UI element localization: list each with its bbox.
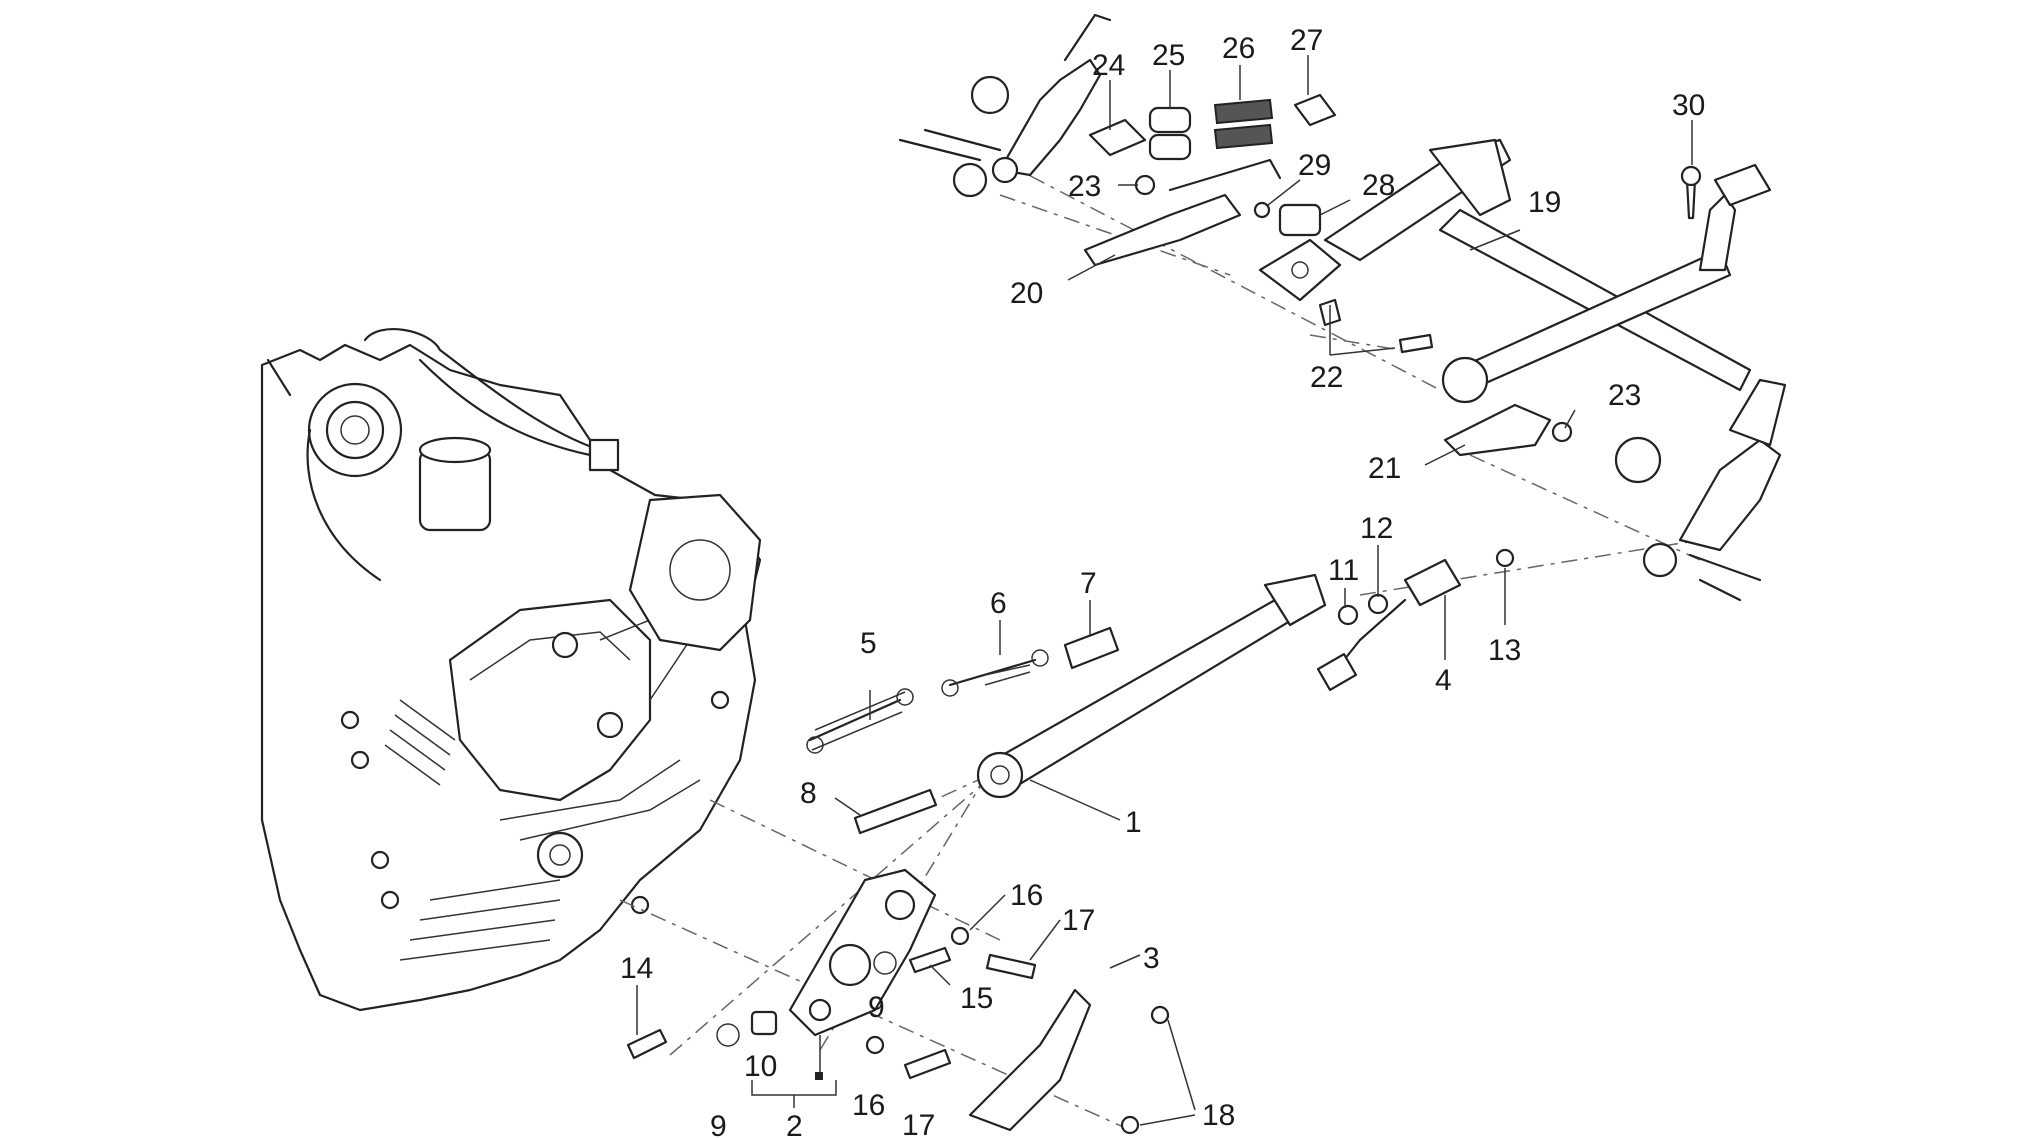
callout-14: 14: [620, 952, 653, 985]
callout-30: 30: [1672, 89, 1705, 122]
side-stand-assembly: [806, 548, 1515, 835]
assembly-axes: [619, 159, 1701, 1131]
callout-8: 8: [800, 777, 817, 810]
callout-10: 10: [744, 1050, 777, 1083]
callout-29: 29: [1298, 149, 1331, 182]
callout-3: 3: [1143, 942, 1160, 975]
callout-16-lower: 16: [852, 1089, 885, 1122]
callout-9-lower: 9: [710, 1110, 727, 1138]
callout-17-lower: 17: [902, 1109, 935, 1138]
footrest-assembly: [898, 13, 1787, 602]
callout-27: 27: [1290, 24, 1323, 57]
callout-25: 25: [1152, 39, 1185, 72]
callout-1: 1: [1125, 806, 1142, 839]
spring-5: [808, 698, 902, 742]
callout-13: 13: [1488, 634, 1521, 667]
callout-7: 7: [1080, 567, 1097, 600]
callout-26: 26: [1222, 32, 1255, 65]
callout-2: 2: [786, 1110, 803, 1138]
callout-9-upper: 9: [868, 991, 885, 1024]
callout-6: 6: [990, 587, 1007, 620]
callout-12: 12: [1360, 512, 1393, 545]
callout-20: 20: [1010, 277, 1043, 310]
callout-17-upper: 17: [1062, 904, 1095, 937]
callout-28: 28: [1362, 169, 1395, 202]
callout-19: 19: [1528, 186, 1561, 219]
callout-15: 15: [960, 982, 993, 1015]
callout-16-upper: 16: [1010, 879, 1043, 912]
callout-24: 24: [1092, 49, 1125, 82]
stand-bracket-assembly: [626, 868, 1170, 1135]
callout-labels: 1 2 3 4 5 6 7 8 9 9 10 11 12 13 14 15 16…: [620, 24, 1705, 1138]
callout-11: 11: [1328, 554, 1359, 587]
callout-4: 4: [1435, 664, 1452, 697]
leader-lines: [636, 55, 1693, 1126]
callout-22: 22: [1310, 361, 1343, 394]
engine-illustration: [260, 328, 762, 1012]
callout-5: 5: [860, 627, 877, 660]
callout-23-upper: 23: [1068, 170, 1101, 203]
callout-18: 18: [1202, 1099, 1235, 1132]
callout-23-lower: 23: [1608, 379, 1641, 412]
callout-21: 21: [1368, 452, 1401, 485]
